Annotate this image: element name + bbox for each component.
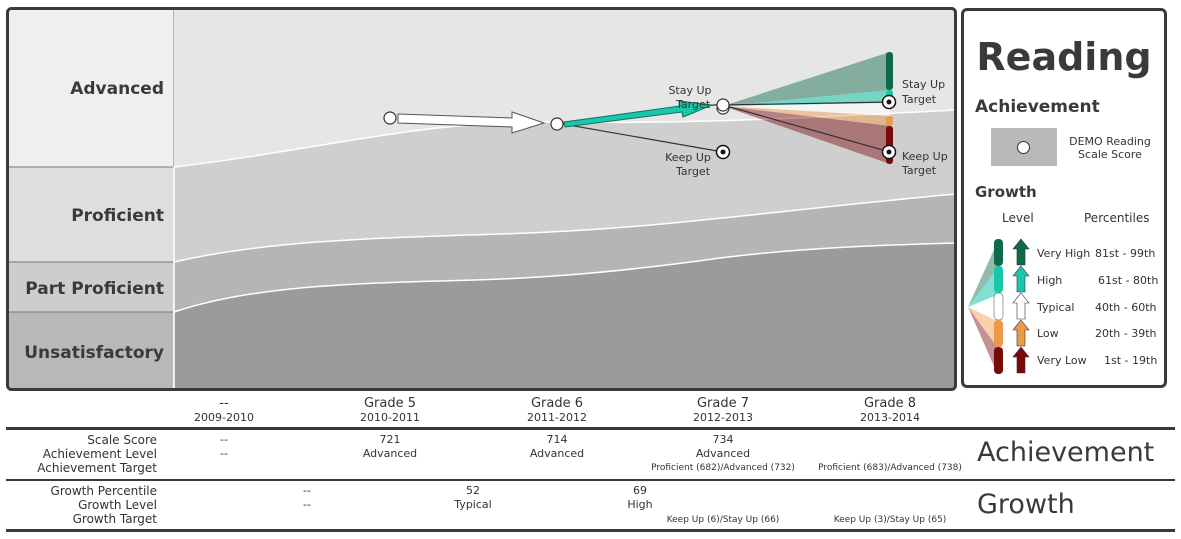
legend-level-low: Low (1037, 327, 1059, 340)
growth-percentile-grade-6: 52 (466, 484, 480, 497)
achievement-section-label: Achievement (977, 437, 1155, 468)
stay-up-label-2: Stay Up (902, 78, 945, 91)
achievement-level-grade-7: Advanced (695, 447, 751, 460)
level-label-panel: Advanced Proficient Part Proficient Unsa… (8, 9, 175, 389)
scale-score-grade-7: 734 (712, 433, 734, 446)
legend-growth-graphic (968, 238, 1030, 374)
table-bottom-rule (6, 529, 1175, 532)
growth-section-label: Growth (977, 489, 1075, 520)
legend-score-label-line1: DEMO Reading (1069, 135, 1151, 148)
growth-percentile-grade-5: -- (303, 484, 311, 497)
target-label-2: Target (675, 165, 711, 178)
grade-year: 2009-2010 (194, 411, 254, 424)
legend-score-swatch (991, 128, 1057, 166)
score-points (383, 98, 730, 131)
grade-year: 2011-2012 (527, 411, 587, 424)
legend-range-very-low: 1st - 19th (1104, 354, 1158, 367)
grade-column-6: Grade 6 2011-2012 (487, 396, 627, 425)
chart-frame (6, 7, 957, 391)
growth-arrow-typical (397, 111, 546, 134)
grade-year: 2012-2013 (693, 411, 753, 424)
level-label-part-proficient: Part Proficient (25, 279, 164, 299)
legend-growth-heading: Growth (975, 183, 1037, 201)
achievement-level-grade-5: Advanced (362, 447, 418, 460)
growth-percentile-grade-7: 69 (633, 484, 647, 497)
keep-up-label-1: Keep Up (665, 151, 711, 164)
level-label-unsatisfactory: Unsatisfactory (24, 343, 164, 363)
legend-level-header: Level (1002, 211, 1034, 225)
legend-level-typical: Typical (1037, 301, 1075, 314)
row-label-achievement-level: Achievement Level (42, 447, 157, 461)
row-label-growth-target: Growth Target (72, 512, 157, 526)
scale-score-2009: -- (220, 433, 228, 446)
achievement-level-grade-6: Advanced (529, 447, 585, 460)
grade-year: 2010-2011 (360, 411, 420, 424)
legend-panel: Reading Achievement DEMO Reading Scale S… (961, 8, 1167, 388)
achievement-level-2009: -- (220, 447, 228, 460)
achievement-top-rule (6, 427, 1175, 430)
grade-name: Grade 7 (696, 396, 750, 411)
row-label-scale-score: Scale Score (87, 433, 157, 447)
achievement-growth-chart: Advanced Proficient Part Proficient Unsa… (6, 7, 957, 391)
achievement-bands (173, 9, 957, 390)
growth-target-grade-7: Keep Up (6)/Stay Up (66) (666, 515, 780, 525)
row-label-achievement-target: Achievement Target (37, 461, 157, 475)
row-label-growth-level: Growth Level (78, 498, 157, 512)
scale-score-grade-5: 721 (379, 433, 401, 446)
grade-name: Grade 8 (863, 396, 917, 411)
grade-name: Grade 6 (530, 396, 584, 411)
growth-level-grade-6: Typical (454, 498, 492, 511)
growth-level-grade-7: High (627, 498, 653, 511)
grade-column-2009: -- 2009-2010 (154, 396, 294, 425)
target-markers (715, 94, 897, 160)
legend-range-high: 61st - 80th (1098, 274, 1159, 287)
legend-level-high: High (1037, 274, 1063, 287)
grade-column-7: Grade 7 2012-2013 (653, 396, 793, 425)
stay-up-label-1: Stay Up (668, 84, 711, 97)
grade-year: 2013-2014 (860, 411, 920, 424)
legend-title: Reading (976, 35, 1152, 79)
grade-name: Grade 5 (363, 396, 417, 411)
legend-range-very-high: 81st - 99th (1095, 247, 1156, 260)
grade-column-8: Grade 8 2013-2014 (820, 396, 960, 425)
legend-range-typical: 40th - 60th (1095, 301, 1157, 314)
legend-score-point-icon (1017, 141, 1030, 154)
legend-achievement-heading: Achievement (975, 97, 1100, 117)
legend-range-low: 20th - 39th (1095, 327, 1157, 340)
target-label-3: Target (901, 93, 937, 106)
keep-up-label-2: Keep Up (902, 150, 948, 163)
legend-score-label-line2: Scale Score (1078, 148, 1142, 161)
legend-percentiles-header: Percentiles (1084, 211, 1150, 225)
growth-projection-fan (723, 52, 893, 164)
grade-name: -- (219, 396, 229, 411)
growth-level-grade-5: -- (303, 498, 311, 511)
legend-score-label: DEMO Reading Scale Score (1068, 135, 1152, 161)
legend-level-very-low: Very Low (1037, 354, 1087, 367)
level-label-advanced: Advanced (70, 79, 164, 99)
row-label-growth-percentile: Growth Percentile (50, 484, 157, 498)
achievement-target-grade-8: Proficient (683)/Advanced (738) (818, 463, 962, 473)
achievement-target-grade-7: Proficient (682)/Advanced (732) (651, 463, 795, 473)
growth-target-grade-8: Keep Up (3)/Stay Up (65) (833, 515, 947, 525)
level-label-proficient: Proficient (71, 206, 164, 226)
scale-score-grade-6: 714 (546, 433, 568, 446)
target-label-1: Target (675, 98, 711, 111)
grade-column-5: Grade 5 2010-2011 (320, 396, 460, 425)
legend-level-very-high: Very High (1037, 247, 1091, 260)
target-label-4: Target (901, 164, 937, 177)
growth-arrow-high (563, 100, 714, 128)
growth-top-rule (6, 479, 1175, 481)
